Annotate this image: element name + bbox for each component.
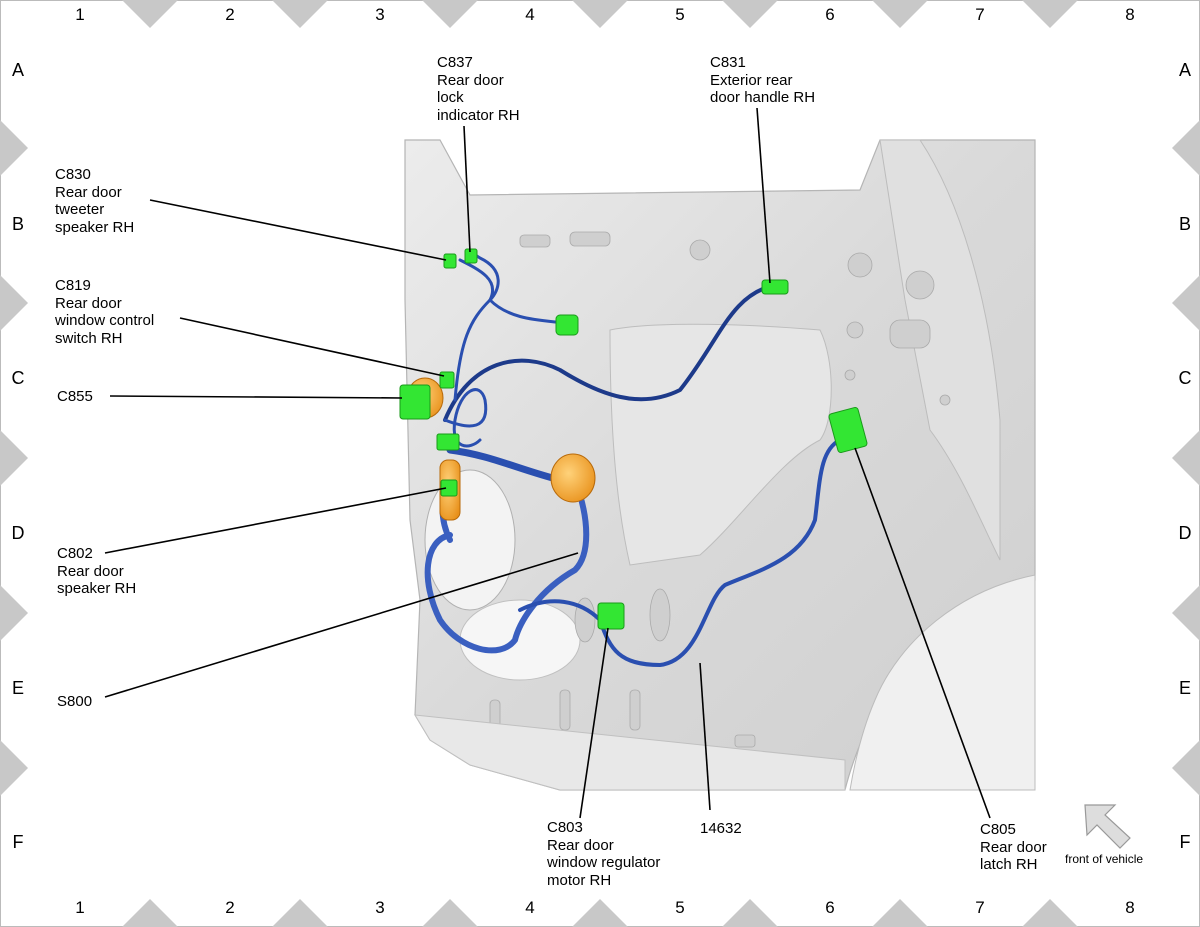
connector-c802 [440,479,458,497]
grid-row-label: B [11,214,24,234]
callout-c819: C819 Rear door window control switch RH [55,277,155,347]
grid-col-label: 8 [1125,5,1135,24]
grid-col-label: 2 [225,5,235,24]
arrow-up-left-icon [1084,804,1131,849]
orientation-label: front of vehicle [1065,852,1144,866]
grid-col-label: 1 [75,898,85,917]
grid-col-label: 5 [675,5,685,24]
connector-c805 [828,406,868,454]
grid-row-label: C [11,368,25,388]
grid-col-label: 4 [525,898,535,917]
callout-c805: C805 Rear door latch RH [980,821,1047,873]
grid-row-label: E [1178,678,1191,698]
grid-col-label: 7 [975,898,985,917]
grid-col-label: 3 [375,5,385,24]
callout-c803: C803 Rear door window regulator motor RH [547,819,661,889]
leader-lines [104,107,991,819]
grid-col-label: 6 [825,898,835,917]
grid-row-label: B [1178,214,1191,234]
grid-row-label: F [12,832,24,852]
connector-c855 [399,384,431,420]
grid-col-label: 4 [525,5,535,24]
grid-col-label: 3 [375,898,385,917]
grid-col-label: 6 [825,5,835,24]
door-panel [404,139,1036,791]
grid-col-label: 7 [975,5,985,24]
grid-row-label: E [11,678,24,698]
grid-col-label: 8 [1125,898,1135,917]
connector-c830 [443,253,457,269]
connector-c803 [597,602,625,630]
grid-col-label: 1 [75,5,85,24]
connector-c837 [464,248,478,264]
callout-harness-14632: 14632 [700,820,742,837]
connector-c819 [439,371,455,389]
grid-row-label: D [1178,523,1192,543]
connector-c831 [761,279,789,295]
callout-c855: C855 [57,388,93,405]
callout-s800: S800 [57,693,93,710]
callout-c830: C830 Rear door tweeter speaker RH [55,166,135,236]
grid-row-label: F [1179,832,1191,852]
grid-col-label: 5 [675,898,685,917]
grid-row-label: C [1178,368,1192,388]
connector-unlabeled [555,314,579,336]
grid-row-label: D [11,523,25,543]
grid-row-label: A [1178,60,1191,80]
callout-c831: C831 Exterior rear door handle RH [710,54,816,106]
connector-c802-upper [436,433,460,451]
callout-c837: C837 Rear door lock indicator RH [437,54,520,124]
grid-row-label: A [11,60,24,80]
connectors [399,248,868,630]
grid-col-label: 2 [225,898,235,917]
callout-c802: C802 Rear door speaker RH [57,545,137,597]
